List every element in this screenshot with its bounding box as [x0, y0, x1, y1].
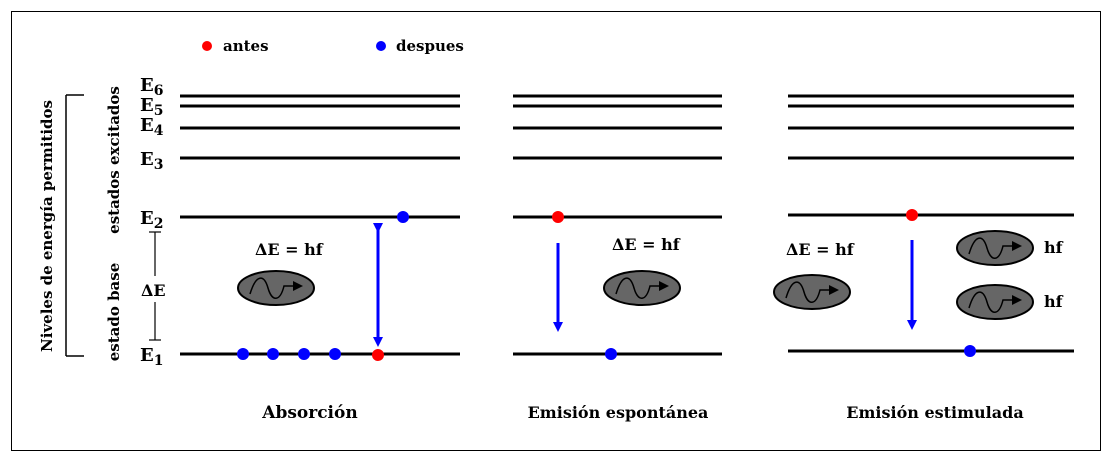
electron-after: [298, 348, 310, 360]
panel-absorption: [180, 94, 460, 356]
absorption-title: Absorción: [261, 403, 357, 423]
electron-after: [605, 348, 617, 360]
spontaneous-equation: ΔE = hf: [612, 235, 681, 254]
absorption-photon-icon: [238, 271, 314, 305]
electron-after: [397, 211, 409, 223]
electron-before: [552, 211, 564, 223]
stimulated-hf-label: hf: [1044, 292, 1064, 311]
electron-before: [906, 209, 918, 221]
stimulated-photon-in-icon: [774, 275, 850, 309]
level-label-e6: E6: [140, 75, 163, 99]
legend-before-dot: [202, 41, 212, 51]
stimulated-equation: ΔE = hf: [786, 240, 855, 259]
excited-states-label: estados excitados: [105, 86, 123, 234]
level-label-e3: E3: [140, 149, 163, 173]
diagram-frame: [11, 11, 1101, 451]
spontaneous-title: Emisión espontánea: [528, 403, 709, 422]
electron-before: [372, 349, 384, 361]
spontaneous-photon-icon: [604, 271, 680, 305]
panel-stimulated: [788, 94, 1074, 353]
level-label-e5: E5: [140, 95, 163, 119]
legend-before-label: antes: [223, 37, 269, 55]
level-label-e4: E4: [140, 115, 164, 139]
level-label-e2: E2: [140, 208, 163, 232]
stimulated-photon-out-icon: [957, 231, 1033, 265]
axis-title: Niveles de energía permitidos: [38, 100, 56, 352]
electron-after: [329, 348, 341, 360]
delta-e-label: ΔE: [141, 281, 166, 300]
absorption-equation: ΔE = hf: [255, 240, 324, 259]
stimulated-title: Emisión estimulada: [846, 403, 1023, 422]
electron-after: [267, 348, 279, 360]
electron-after: [964, 345, 976, 357]
legend-after-label: despues: [396, 37, 464, 55]
electron-after: [237, 348, 249, 360]
stimulated-hf-label: hf: [1044, 238, 1064, 257]
legend-after-dot: [376, 41, 386, 51]
stimulated-photon-out-icon: [957, 285, 1033, 319]
panel-spontaneous: [513, 94, 722, 356]
level-label-e1: E1: [140, 345, 163, 369]
base-state-label: estado base: [105, 263, 123, 362]
